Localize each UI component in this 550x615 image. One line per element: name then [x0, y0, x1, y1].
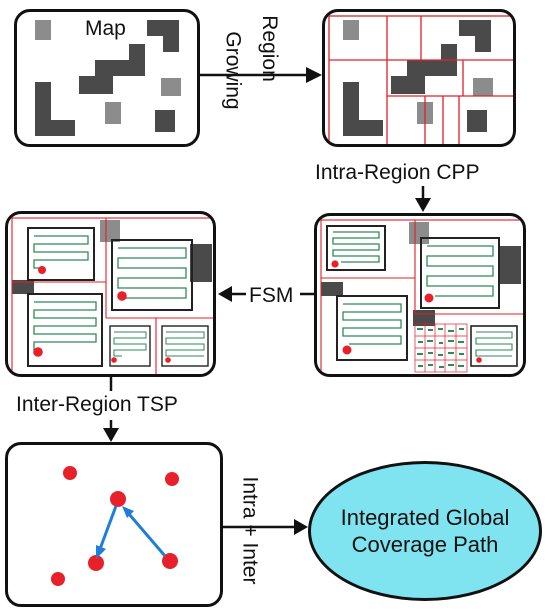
result-label-line2: Coverage Path — [351, 532, 499, 557]
coverage-panel-right — [314, 213, 526, 377]
inter-region-tsp-label: Inter-Region TSP — [16, 393, 178, 416]
coverage-right-graphic — [320, 219, 523, 374]
intra-region-cpp-label: Intra-Region CPP — [315, 161, 480, 184]
intra-inter-label: Intra + Inter — [238, 476, 262, 585]
tsp-graphic — [51, 466, 179, 586]
map-obstacles — [35, 20, 181, 136]
coverage-panel-left — [5, 211, 216, 377]
result-label-line1: Integrated Global — [340, 504, 510, 530]
region-growing-label-line2: Growing — [221, 31, 245, 110]
coverage-left-graphic — [11, 217, 213, 374]
fsm-label: FSM — [249, 284, 294, 307]
region-growing-label-line1: Region — [257, 15, 281, 82]
segmented-map-graphic — [328, 15, 513, 144]
segmented-map-panel — [322, 9, 516, 147]
map-panel: Map — [14, 9, 200, 147]
integrated-global-coverage-path-node: Integrated Global Coverage Path — [308, 461, 542, 601]
map-label: Map — [85, 17, 126, 40]
tsp-panel — [5, 442, 223, 607]
